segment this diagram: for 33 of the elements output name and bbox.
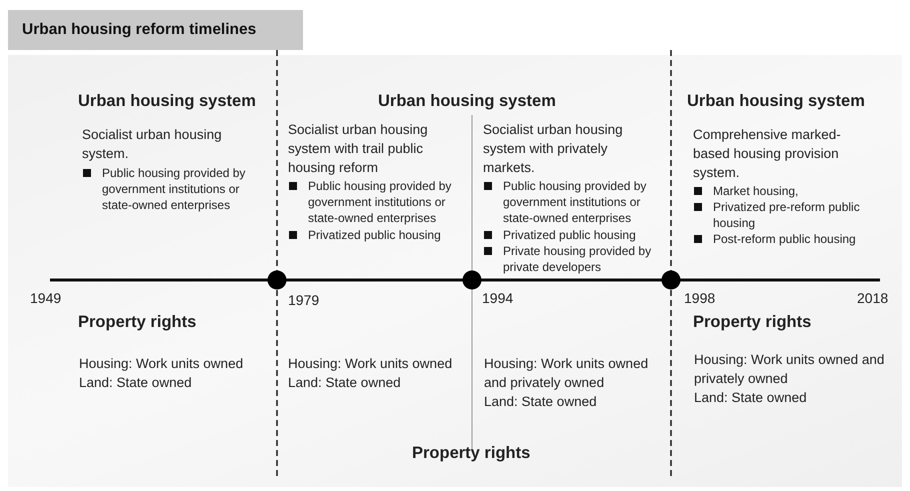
section-heading: Property rights — [78, 313, 198, 332]
year-label: 2018 — [857, 290, 890, 306]
property-text: Land: State owned — [79, 374, 193, 392]
property-text: Housing: Work units owned and privately owned — [694, 351, 886, 388]
section-heading: Urban housing system — [378, 92, 557, 111]
section-heading: Urban housing system — [78, 92, 257, 111]
description-text: Comprehensive marked-based housing provision system. — [693, 126, 842, 182]
property-text: Land: State owned — [694, 389, 808, 407]
bullet-item: Privatized public housing — [288, 227, 468, 243]
year-label: 1998 — [684, 290, 716, 306]
bullet-item: Public housing provided by government institutions or state-owned enterprises — [288, 178, 468, 226]
section-heading: Property rights — [693, 313, 812, 332]
bullet-item: Privatized public housing — [483, 227, 663, 243]
bullet-item: Private housing provided by private developers — [483, 243, 653, 275]
property-text: Housing: Work units owned and privately owned — [484, 355, 650, 392]
year-label: 1949 — [30, 290, 62, 306]
bullet-item: Public housing provided by government institutions or state-owned enterprises — [82, 165, 257, 213]
description-text: Socialist urban housing system. — [82, 126, 223, 163]
section-heading: Urban housing system — [687, 92, 866, 111]
bullet-item: Post-reform public housing — [693, 231, 893, 247]
year-label: 1979 — [288, 292, 320, 308]
bullet-item: Privatized pre-reform public housing — [693, 199, 863, 231]
section-heading: Property rights — [412, 444, 532, 463]
description-text: Socialist urban housing system with trail public housing reform — [288, 121, 429, 177]
property-text: Land: State owned — [288, 374, 402, 392]
property-text: Housing: Work units owned — [79, 355, 244, 373]
description-text: Socialist urban housing system with privately markets. — [483, 121, 624, 177]
bullet-item: Market housing, — [693, 183, 883, 199]
year-label: 1994 — [482, 290, 514, 306]
property-text: Housing: Work units owned — [288, 355, 454, 373]
title-banner: Urban housing reform timelines — [8, 10, 303, 50]
bullet-item: Public housing provided by government institutions or state-owned enterprises — [483, 178, 663, 226]
property-text: Land: State owned — [484, 393, 598, 411]
